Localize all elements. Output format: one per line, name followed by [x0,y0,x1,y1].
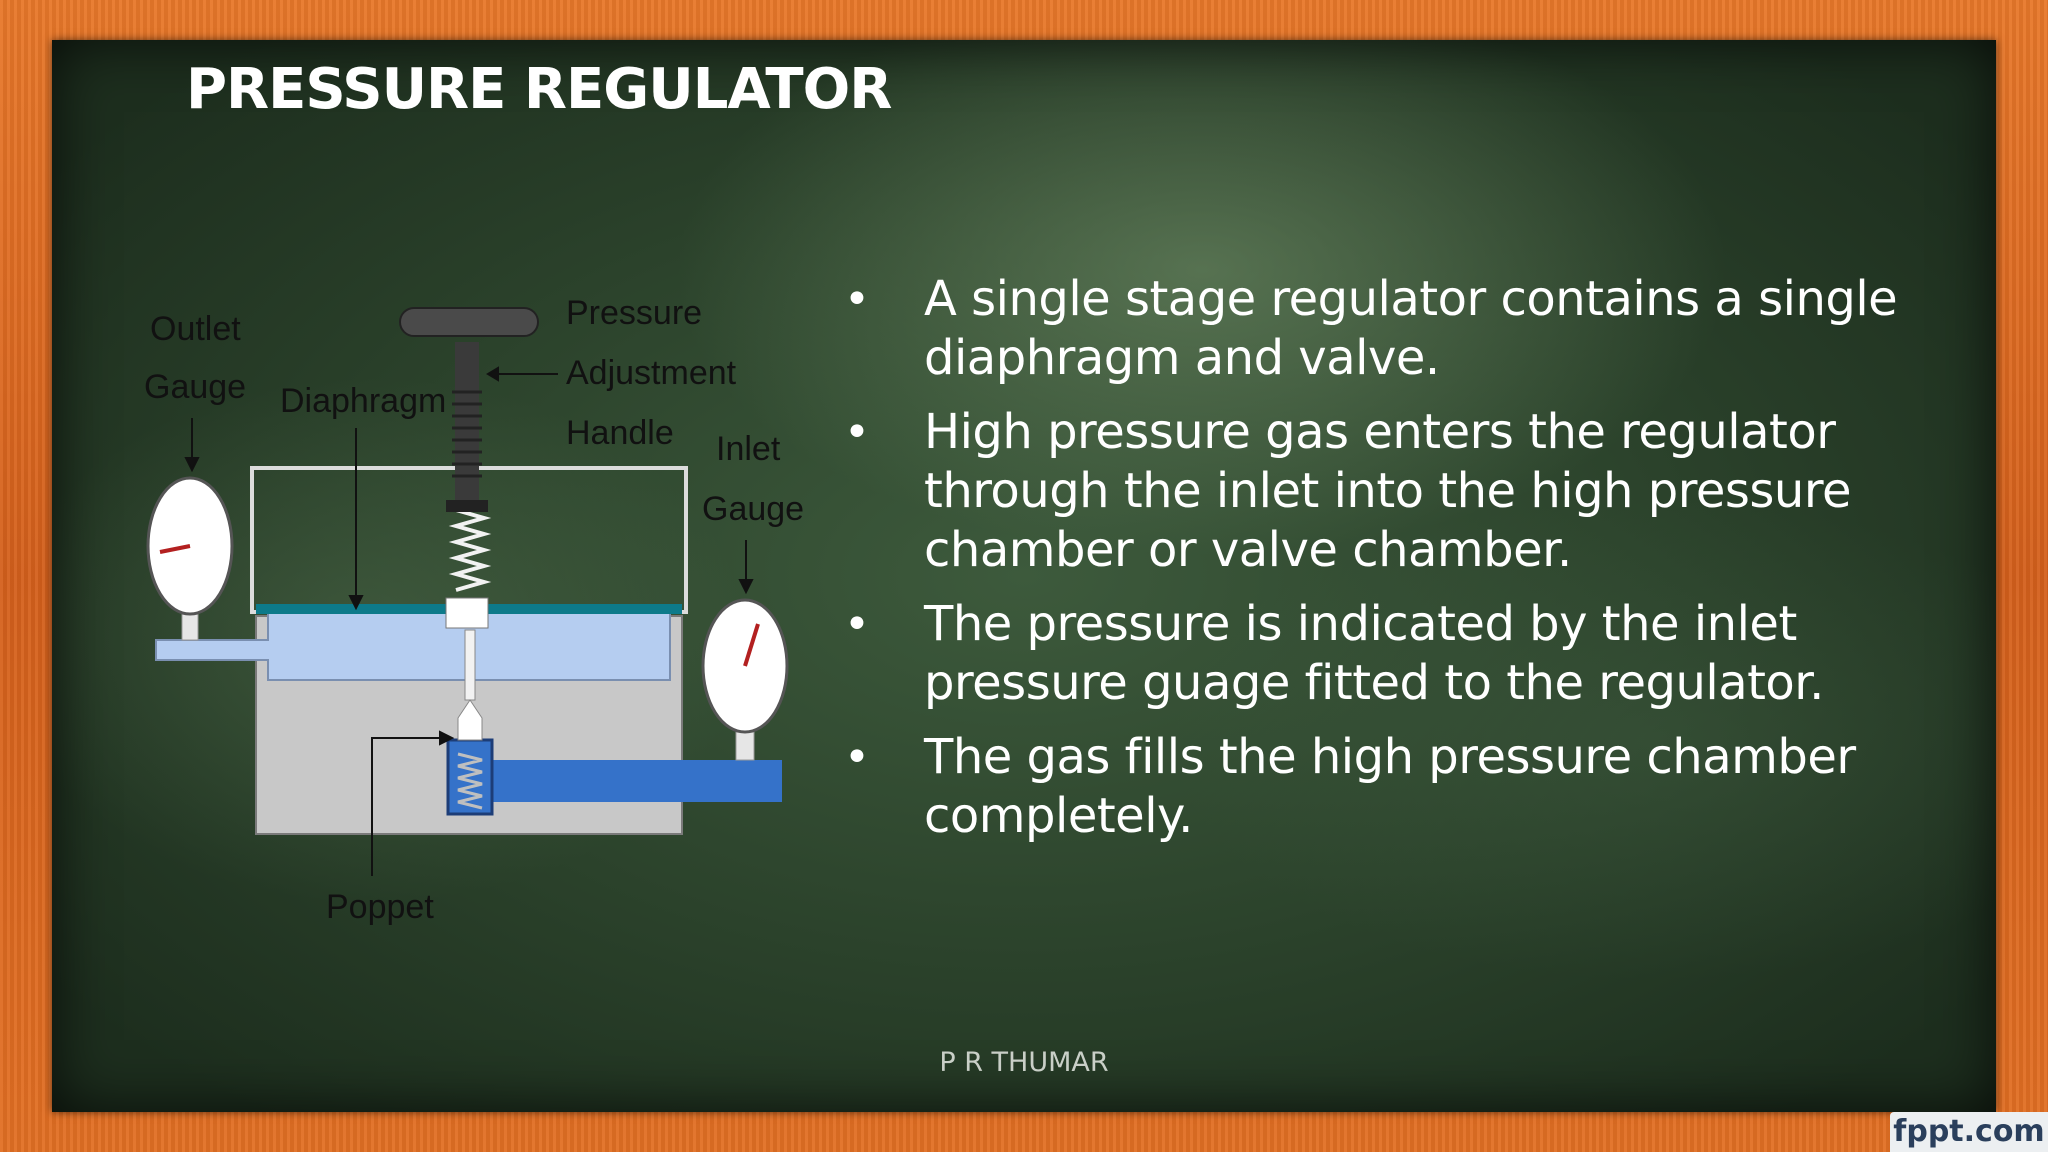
bullet-marker: • [844,732,870,783]
poppet [457,699,483,741]
adjustment-screw [455,342,479,504]
bullet-item: • The gas fills the high pressure chambe… [840,728,1960,846]
slide-footer-author: P R THUMAR [939,1047,1109,1078]
bullet-item: • High pressure gas enters the regulator… [840,403,1960,580]
outlet-gauge-stem [181,611,199,641]
bullet-marker: • [844,274,870,325]
bullet-list: • A single stage regulator contains a si… [840,270,1960,861]
low-pressure-chamber [155,611,671,681]
bullet-marker: • [844,407,870,458]
screw-threads [452,390,482,478]
chalkboard-background [52,40,1996,1112]
valve-chamber [446,738,494,816]
bullet-marker: • [844,599,870,650]
diaphragm-label: Diaphragm [280,382,446,420]
inlet-gauge-stem [735,731,755,761]
valve-stem [464,629,476,701]
handle-label-line2: Adjustment [566,354,737,392]
bullet-text: High pressure gas enters the regulator t… [924,404,1852,578]
outlet-gauge-needle [159,544,191,554]
inlet-gauge-needle [743,623,760,667]
inlet-gauge-label-line2: Gauge [702,490,804,528]
bullet-item: • A single stage regulator contains a si… [840,270,1960,388]
high-pressure-inlet-pipe [490,760,782,802]
screw-nut [446,500,488,512]
outlet-gauge-label-line1: Outlet [150,310,241,348]
adjustment-spring [448,508,492,592]
handle-label-line1: Pressure [566,294,702,332]
pressure-regulator-diagram: Outlet Gauge Diaphragm Pressure Adjustme… [144,294,804,926]
handle-label-line3: Handle [566,414,674,452]
spring-seat [445,597,489,629]
poppet-label: Poppet [326,888,434,926]
inlet-gauge-label-line1: Inlet [716,430,781,468]
fppt-watermark: fppt.com [1890,1112,2048,1152]
bullet-text: A single stage regulator contains a sing… [924,271,1898,386]
outlet-gauge-label-line2: Gauge [144,368,246,406]
slide-title: PRESSURE REGULATOR [186,57,892,122]
bullet-text: The gas fills the high pressure chamber … [924,729,1856,844]
bullet-item: • The pressure is indicated by the inlet… [840,595,1960,713]
valve-chamber-spring [457,752,483,810]
bullet-text: The pressure is indicated by the inlet p… [924,596,1824,711]
adjustment-handle [399,307,539,337]
